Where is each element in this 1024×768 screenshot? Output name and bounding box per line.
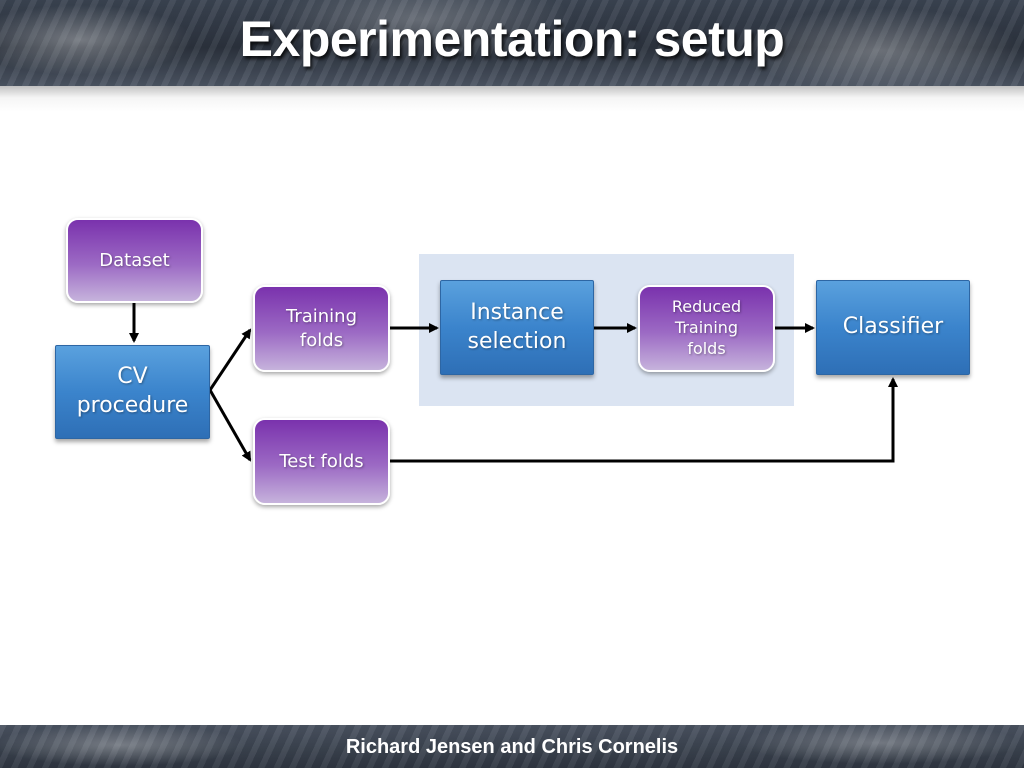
footer-authors: Richard Jensen and Chris Cornelis — [345, 736, 679, 758]
header-band — [0, 0, 1024, 86]
classifier-node: Classifier — [816, 280, 970, 375]
reduced-training-folds-node: Reduced Training folds — [638, 285, 775, 372]
classifier-label: Classifier — [842, 314, 944, 340]
instance-selection-label: Instance selection — [467, 299, 567, 354]
edge-test-to-classifier — [390, 377, 898, 463]
edge-cv-to-training — [208, 328, 252, 391]
test-folds-node: Test folds — [253, 418, 390, 505]
dataset-label: Dataset — [99, 249, 170, 271]
slide-title: Experimentation: setup — [239, 11, 785, 67]
reduced-training-folds-label: Reduced Training folds — [671, 297, 742, 358]
dataset-node: Dataset — [66, 218, 203, 303]
training-folds-label: Training folds — [285, 306, 358, 351]
training-folds-node: Training folds — [253, 285, 390, 372]
cv-procedure-node: CV procedure — [55, 345, 210, 439]
header-shadow — [0, 86, 1024, 112]
edge-cv-to-test — [208, 389, 252, 462]
test-folds-label: Test folds — [279, 450, 364, 472]
instance-selection-node: Instance selection — [440, 280, 594, 375]
cv-procedure-label: CV procedure — [76, 364, 189, 418]
footer-band — [0, 725, 1024, 768]
